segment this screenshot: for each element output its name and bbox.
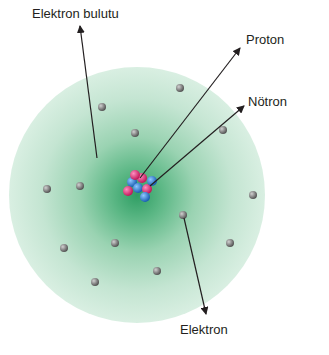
callout-label: Elektron (180, 322, 228, 337)
callout-label: Elektron bulutu (32, 6, 119, 21)
leader-lines (80, 26, 244, 314)
electrons (43, 84, 257, 286)
nucleus (123, 170, 157, 202)
electron-cloud (9, 67, 265, 323)
callout-label: Nötron (248, 94, 287, 109)
callout-label: Proton (246, 32, 284, 47)
